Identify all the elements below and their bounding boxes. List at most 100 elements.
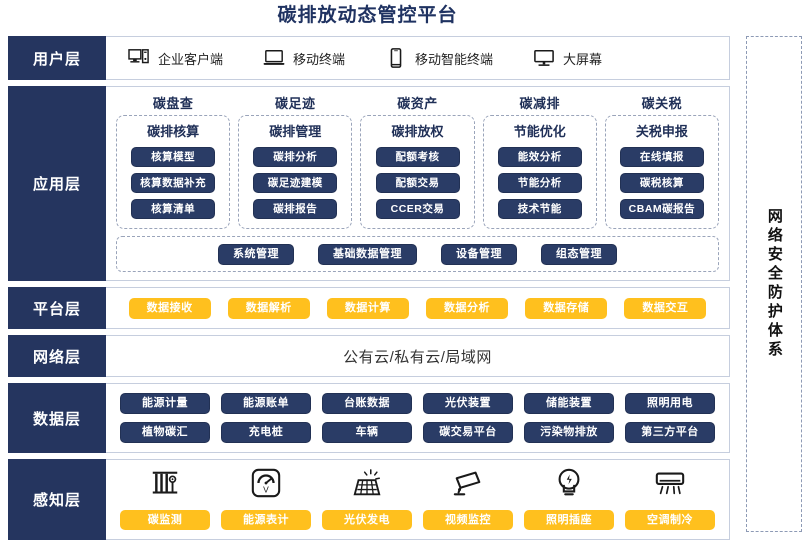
layer-label-network: 网络层 bbox=[8, 335, 106, 377]
data-pill[interactable]: 车辆 bbox=[322, 422, 412, 443]
sense-item-air-conditioning[interactable]: 空调制冷 bbox=[625, 467, 715, 530]
app-box-title: 碳排核算 bbox=[147, 124, 200, 139]
user-item-large-screen[interactable]: 大屏幕 bbox=[533, 48, 602, 68]
sense-item-energy-meter[interactable]: V 能源表计 bbox=[221, 467, 311, 530]
app-pill[interactable]: 技术节能 bbox=[497, 199, 582, 219]
sense-item-video-surveillance[interactable]: 视频监控 bbox=[423, 467, 513, 530]
layer-body-application: 碳盘查 碳排核算 核算模型 核算数据补充 核算清单 碳足迹 碳排管理 碳排分析 bbox=[106, 87, 729, 280]
layer-body-user: 企业客户端 移动终端 bbox=[106, 37, 729, 79]
app-box: 碳排核算 核算模型 核算数据补充 核算清单 bbox=[116, 115, 231, 229]
user-item-smart-mobile-terminal[interactable]: 移动智能终端 bbox=[385, 48, 493, 68]
light-bulb-icon bbox=[553, 467, 585, 501]
sense-item-carbon-monitor[interactable]: 碳监测 bbox=[120, 467, 210, 530]
layer-label-sense: 感知层 bbox=[8, 459, 106, 540]
app-pill[interactable]: 配额考核 bbox=[375, 147, 460, 167]
app-column-carbon-footprint: 碳足迹 碳排管理 碳排分析 碳足迹建模 碳排报告 bbox=[238, 93, 353, 229]
large-screen-icon bbox=[533, 48, 555, 68]
user-item-enterprise-client[interactable]: 企业客户端 bbox=[128, 48, 223, 68]
app-column-carbon-inventory: 碳盘查 碳排核算 核算模型 核算数据补充 核算清单 bbox=[116, 93, 231, 229]
app-pill[interactable]: 核算清单 bbox=[131, 199, 216, 219]
sense-item-label: 视频监控 bbox=[423, 510, 513, 530]
app-box: 关税申报 在线填报 碳税核算 CBAM碳报告 bbox=[604, 115, 720, 229]
app-box-title: 节能优化 bbox=[513, 124, 566, 139]
data-pill[interactable]: 台账数据 bbox=[322, 393, 412, 414]
app-pill[interactable]: 碳税核算 bbox=[619, 173, 704, 193]
app-pill[interactable]: 在线填报 bbox=[619, 147, 704, 167]
data-pill[interactable]: 能源账单 bbox=[221, 393, 311, 414]
sense-item-label: 照明插座 bbox=[524, 510, 614, 530]
platform-pill[interactable]: 数据交互 bbox=[624, 297, 707, 319]
app-pill[interactable]: 碳排分析 bbox=[253, 147, 338, 167]
data-pill[interactable]: 碳交易平台 bbox=[423, 422, 513, 443]
user-item-mobile-terminal[interactable]: 移动终端 bbox=[263, 48, 345, 68]
layer-application: 应用层 碳盘查 碳排核算 核算模型 核算数据补充 核算清单 碳足迹 bbox=[8, 86, 730, 281]
platform-pill[interactable]: 数据分析 bbox=[426, 297, 509, 319]
sense-item-label: 碳监测 bbox=[120, 510, 210, 530]
sense-item-list: 碳监测 V 能源表计 bbox=[120, 467, 715, 530]
app-box: 碳排管理 碳排分析 碳足迹建模 碳排报告 bbox=[238, 115, 353, 229]
app-pill[interactable]: CBAM碳报告 bbox=[619, 199, 704, 219]
layer-data: 数据层 能源计量 能源账单 台账数据 光伏装置 储能装置 照明用电 植物碳汇 充… bbox=[8, 383, 730, 453]
data-pill[interactable]: 植物碳汇 bbox=[120, 422, 210, 443]
layer-body-data: 能源计量 能源账单 台账数据 光伏装置 储能装置 照明用电 植物碳汇 充电桩 车… bbox=[106, 384, 729, 452]
layer-sense: 感知层 bbox=[8, 459, 730, 540]
app-pill[interactable]: 碳排报告 bbox=[253, 199, 338, 219]
app-pill[interactable]: 配额交易 bbox=[375, 173, 460, 193]
sense-item-solar-power[interactable]: 光伏发电 bbox=[322, 467, 412, 530]
user-item-list: 企业客户端 移动终端 bbox=[106, 37, 602, 79]
platform-pill[interactable]: 数据计算 bbox=[326, 297, 409, 319]
app-box: 碳排放权 配额考核 配额交易 CCER交易 bbox=[360, 115, 475, 229]
data-pill[interactable]: 能源计量 bbox=[120, 393, 210, 414]
data-pill[interactable]: 第三方平台 bbox=[625, 422, 715, 443]
app-bottom-pill[interactable]: 系统管理 bbox=[218, 243, 294, 265]
app-bottom-pill[interactable]: 基础数据管理 bbox=[318, 243, 417, 265]
data-pill[interactable]: 储能装置 bbox=[524, 393, 614, 414]
app-bottom-pill[interactable]: 设备管理 bbox=[441, 243, 517, 265]
app-pill[interactable]: 能效分析 bbox=[497, 147, 582, 167]
layer-label-data: 数据层 bbox=[8, 383, 106, 453]
app-column-carbon-reduction: 碳减排 节能优化 能效分析 节能分析 技术节能 bbox=[482, 93, 597, 229]
sense-item-label: 空调制冷 bbox=[625, 510, 715, 530]
app-pill[interactable]: 核算数据补充 bbox=[131, 173, 216, 193]
layer-body-platform: 数据接收 数据解析 数据计算 数据分析 数据存储 数据交互 bbox=[106, 288, 729, 328]
page-title: 碳排放动态管控平台 bbox=[277, 5, 458, 26]
data-pill[interactable]: 充电桩 bbox=[221, 422, 311, 443]
layer-label-application: 应用层 bbox=[8, 86, 106, 281]
carbon-monitor-icon bbox=[149, 467, 181, 501]
platform-pill[interactable]: 数据接收 bbox=[128, 297, 211, 319]
layer-stack: 用户层 bbox=[8, 36, 730, 540]
app-bottom-pill[interactable]: 组态管理 bbox=[541, 243, 617, 265]
application-column-list: 碳盘查 碳排核算 核算模型 核算数据补充 核算清单 碳足迹 碳排管理 碳排分析 bbox=[116, 93, 720, 229]
app-column-carbon-asset: 碳资产 碳排放权 配额考核 配额交易 CCER交易 bbox=[360, 93, 475, 229]
application-management-bar: 系统管理 基础数据管理 设备管理 组态管理 bbox=[116, 236, 719, 272]
data-pill-row-1: 能源计量 能源账单 台账数据 光伏装置 储能装置 照明用电 bbox=[120, 393, 715, 414]
app-column-title: 碳盘查 bbox=[152, 96, 194, 111]
user-item-label: 企业客户端 bbox=[158, 51, 224, 67]
app-column-title: 碳资产 bbox=[397, 96, 438, 111]
platform-pill[interactable]: 数据解析 bbox=[227, 297, 310, 319]
user-item-label: 移动智能终端 bbox=[415, 51, 494, 67]
layer-body-network: 公有云/私有云/局域网 bbox=[106, 336, 729, 376]
air-conditioner-icon bbox=[654, 467, 686, 501]
svg-text:V: V bbox=[263, 484, 269, 494]
layer-platform: 平台层 数据接收 数据解析 数据计算 数据分析 数据存储 数据交互 bbox=[8, 287, 730, 329]
cctv-camera-icon bbox=[452, 467, 484, 501]
app-box-title: 碳排管理 bbox=[269, 124, 322, 139]
app-column-title: 碳关税 bbox=[641, 96, 683, 111]
data-pill[interactable]: 光伏装置 bbox=[423, 393, 513, 414]
user-item-label: 大屏幕 bbox=[563, 51, 603, 67]
app-pill[interactable]: CCER交易 bbox=[375, 199, 460, 219]
app-box-title: 碳排放权 bbox=[391, 124, 444, 139]
platform-pill[interactable]: 数据存储 bbox=[525, 297, 608, 319]
app-column-title: 碳减排 bbox=[519, 96, 560, 111]
sense-item-lighting-socket[interactable]: 照明插座 bbox=[524, 467, 614, 530]
smartphone-icon bbox=[385, 48, 407, 68]
data-pill[interactable]: 污染物排放 bbox=[524, 422, 614, 443]
user-item-label: 移动终端 bbox=[293, 51, 346, 67]
app-pill[interactable]: 核算模型 bbox=[131, 147, 216, 167]
app-pill[interactable]: 碳足迹建模 bbox=[253, 173, 338, 193]
app-pill[interactable]: 节能分析 bbox=[497, 173, 582, 193]
app-box: 节能优化 能效分析 节能分析 技术节能 bbox=[482, 115, 597, 229]
data-pill[interactable]: 照明用电 bbox=[625, 393, 715, 414]
layer-label-platform: 平台层 bbox=[8, 287, 106, 329]
